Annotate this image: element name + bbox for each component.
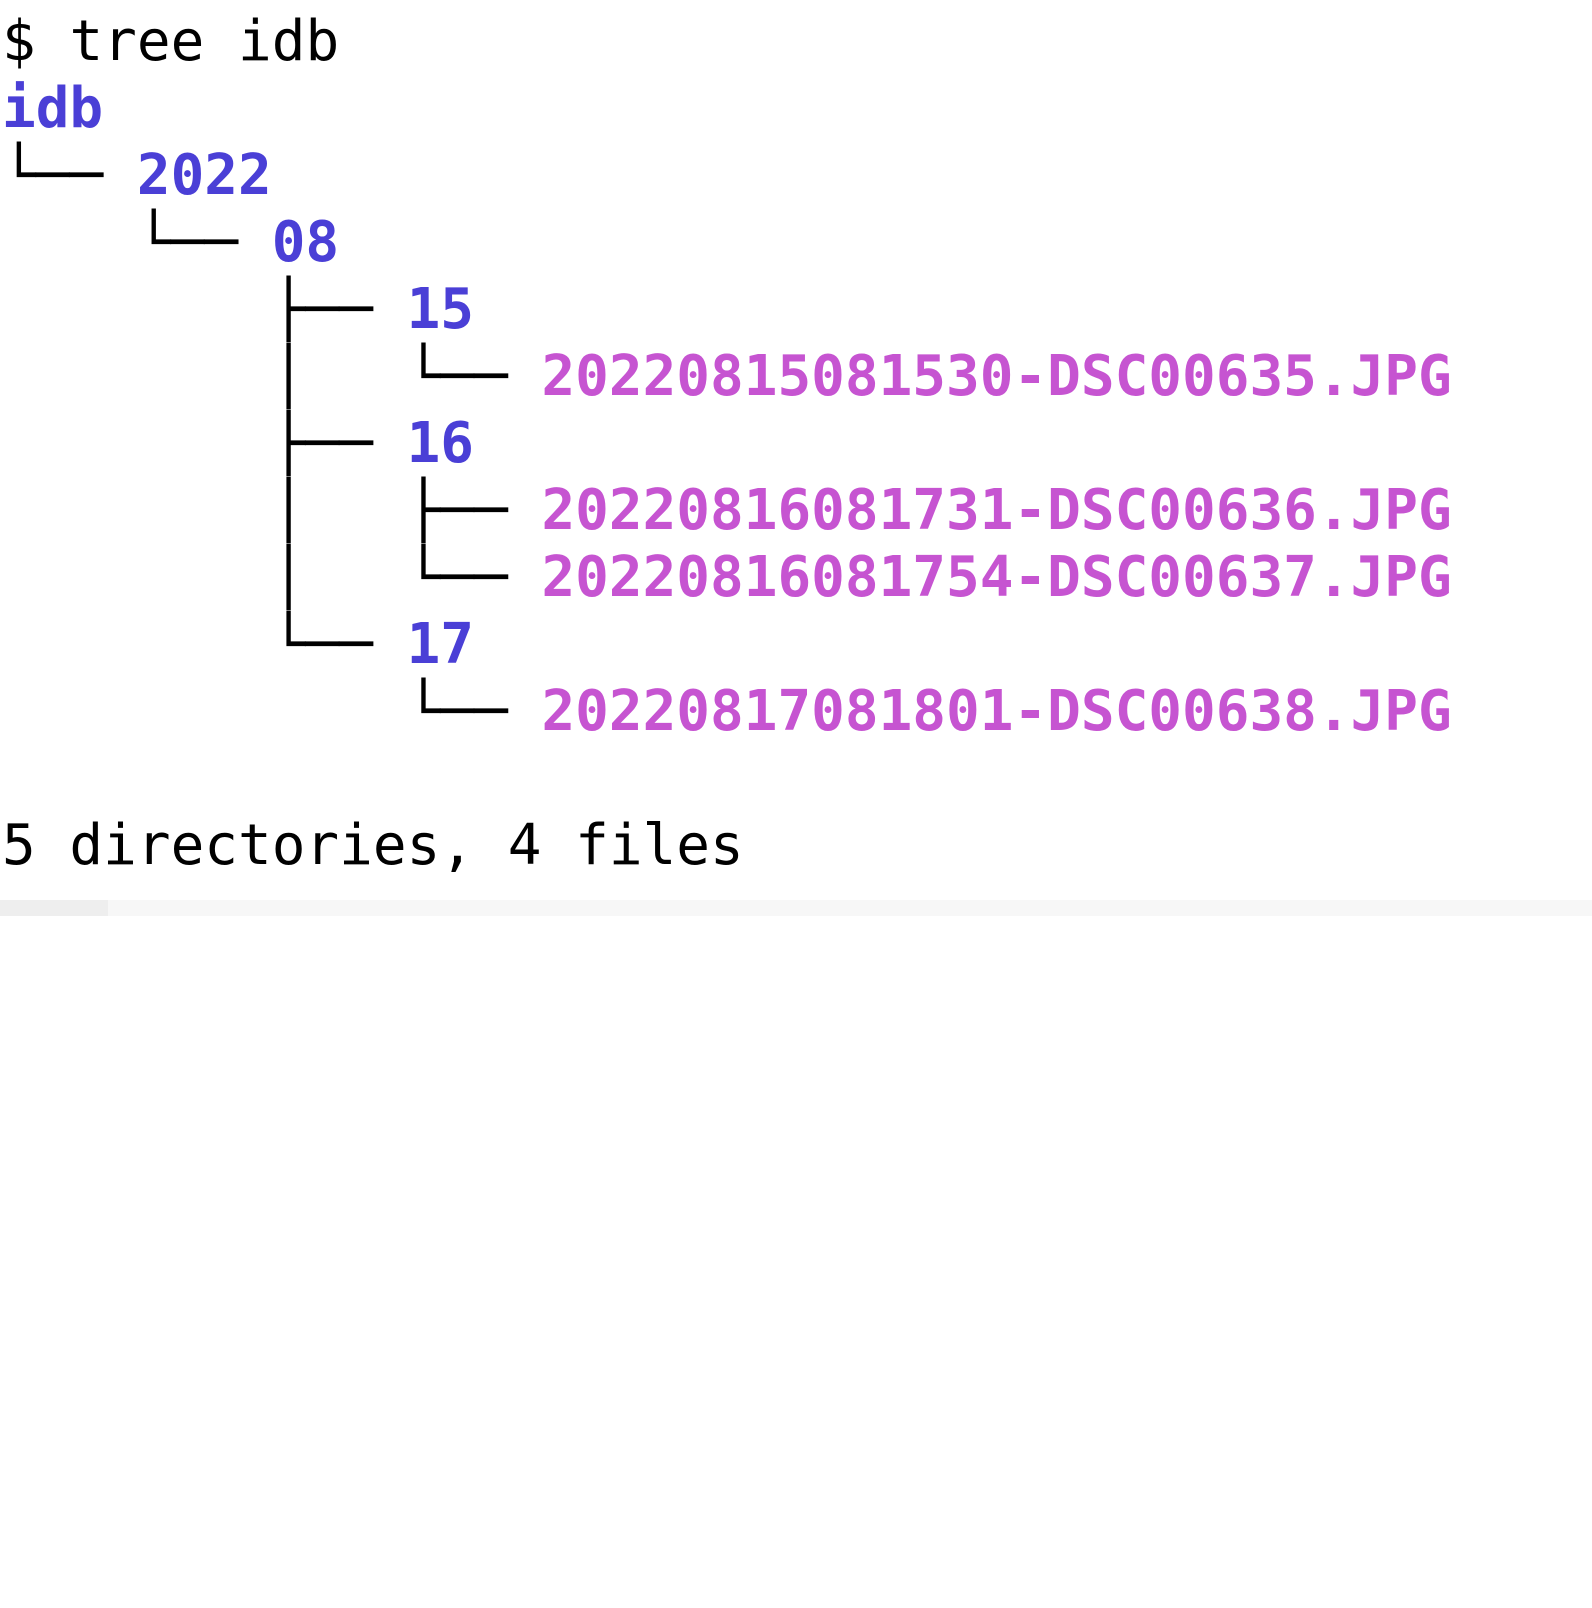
tree-branch: └── — [2, 210, 272, 275]
file-name: 20220815081530-DSC00635.JPG — [541, 344, 1452, 409]
directory-name: 16 — [406, 411, 475, 476]
tree-line: └── 08 — [2, 209, 339, 276]
window-bottom-edge — [0, 900, 1592, 916]
tree-line: └── 17 — [2, 611, 474, 678]
tree-branch: │ └── — [2, 545, 542, 610]
tree-branch: │ ├── — [2, 478, 542, 543]
tree-line: idb — [2, 75, 103, 142]
tree-line: ├── 16 — [2, 410, 474, 477]
tree-branch: └── — [2, 612, 407, 677]
directory-name: 17 — [406, 612, 475, 677]
prompt-symbol: $ — [2, 9, 36, 74]
tree-branch: ├── — [2, 411, 407, 476]
tree-branch: └── — [2, 679, 542, 744]
tree-line: ├── 15 — [2, 276, 474, 343]
directory-name: 08 — [271, 210, 340, 275]
tree-branch: │ └── — [2, 344, 542, 409]
terminal-window[interactable]: $ tree idb idb └── 2022 └── 08 ├── 15 │ … — [0, 0, 1592, 900]
tree-line: │ └── 20220816081754-DSC00637.JPG — [2, 544, 1452, 611]
directory-name: 15 — [406, 277, 475, 342]
summary-line: 5 directories, 4 files — [2, 813, 744, 878]
tree-line: │ ├── 20220816081731-DSC00636.JPG — [2, 477, 1452, 544]
command-line: $ tree idb — [2, 8, 339, 75]
directory-name: 2022 — [136, 143, 272, 208]
tree-line: └── 20220817081801-DSC00638.JPG — [2, 678, 1452, 745]
window-bottom-tab — [0, 900, 108, 916]
directory-name: idb — [2, 76, 104, 141]
tree-branch: ├── — [2, 277, 407, 342]
tree-branch: └── — [2, 143, 137, 208]
file-name: 20220816081731-DSC00636.JPG — [541, 478, 1452, 543]
command-text: tree idb — [69, 9, 340, 74]
file-name: 20220817081801-DSC00638.JPG — [541, 679, 1452, 744]
tree-line: └── 2022 — [2, 142, 272, 209]
file-name: 20220816081754-DSC00637.JPG — [541, 545, 1452, 610]
tree-line: │ └── 20220815081530-DSC00635.JPG — [2, 343, 1452, 410]
